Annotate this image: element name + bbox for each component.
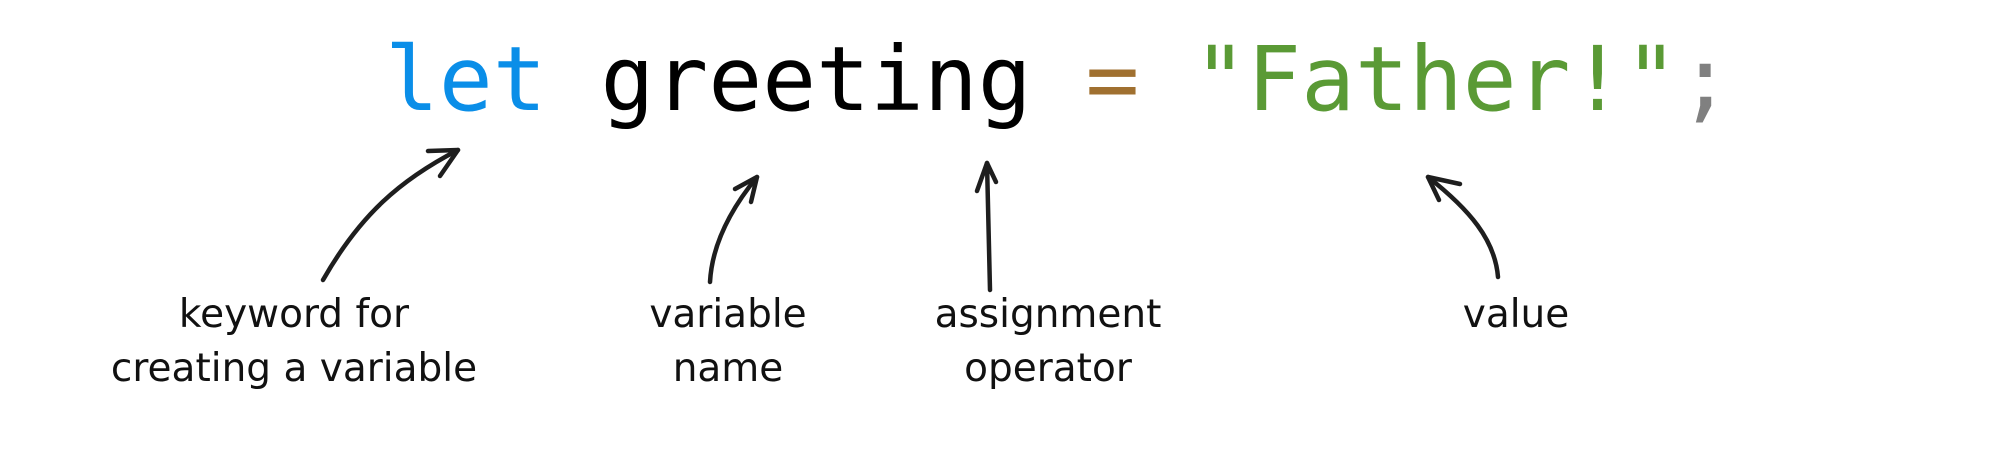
- code-assignment-operator: =: [1085, 28, 1140, 132]
- arrow-to-keyword-icon: [320, 147, 461, 283]
- annotation-variable-name-line-2: name: [672, 346, 784, 391]
- annotation-keyword: keyword for creating a variable: [111, 288, 477, 396]
- annotation-keyword-line-1: keyword for: [178, 292, 410, 337]
- annotation-value-line-1: value: [1462, 292, 1570, 337]
- code-keyword-let: let: [385, 28, 547, 132]
- annotation-variable-name-line-1: variable: [649, 292, 807, 337]
- code-semicolon: ;: [1678, 28, 1733, 132]
- annotation-assignment-operator: assignment operator: [935, 288, 1162, 396]
- annotation-assignment-operator-line-2: operator: [964, 346, 1132, 391]
- annotation-value: value: [1463, 288, 1570, 342]
- annotation-assignment-operator-line-1: assignment: [934, 292, 1162, 337]
- arrow-to-assignment-operator-icon: [974, 160, 999, 293]
- arrow-to-value-icon: [1425, 174, 1501, 280]
- annotation-keyword-line-2: creating a variable: [110, 346, 478, 391]
- annotation-variable-name: variable name: [649, 288, 806, 396]
- code-string-value: "Father!": [1193, 28, 1679, 132]
- code-statement: let greeting = "Father!";: [385, 20, 1732, 140]
- arrow-to-variable-name-icon: [707, 174, 760, 285]
- code-variable-name: greeting: [600, 28, 1032, 132]
